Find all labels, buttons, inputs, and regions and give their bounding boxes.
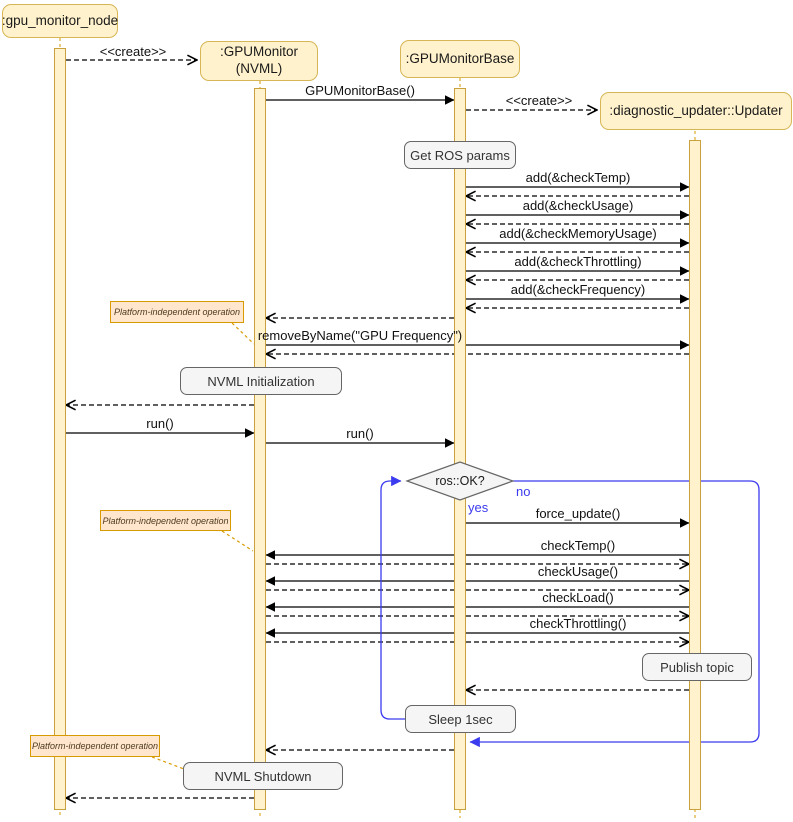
- note-platform-independent-2: Platform-independent operation: [100, 510, 231, 531]
- note-connector-3: [151, 756, 185, 770]
- note-platform-independent-1: Platform-independent operation: [110, 301, 244, 323]
- message-label-run-2: run(): [346, 426, 374, 441]
- message-label-add-checkmemoryusage: add(&checkMemoryUsage): [499, 226, 657, 241]
- activation-bar-gpumonitor: [254, 88, 266, 810]
- activation-bar-gpu-monitor-node: [54, 48, 66, 810]
- note-platform-independent-3: Platform-independent operation: [30, 735, 160, 757]
- actor-box-gpu-monitor-node: :gpu_monitor_node: [2, 4, 118, 38]
- action-get-ros-params: Get ROS params: [404, 141, 516, 169]
- loop-back-path: [380, 475, 405, 720]
- decision-no-label: no: [516, 484, 531, 499]
- message-label-checktemp: checkTemp(): [540, 538, 616, 553]
- message-label-removebyname: removeByName("GPU Frequency"): [257, 328, 463, 343]
- message-label-add-checkfrequency: add(&checkFrequency): [510, 282, 646, 297]
- message-label-create-updater: <<create>>: [505, 93, 573, 108]
- message-label-add-checkusage: add(&checkUsage): [522, 198, 634, 213]
- decision-yes-label: yes: [468, 500, 489, 515]
- actor-box-updater: :diagnostic_updater::Updater: [600, 92, 792, 130]
- action-sleep-1sec: Sleep 1sec: [405, 705, 516, 733]
- message-label-create-gpumonitor: <<create>>: [99, 44, 167, 59]
- message-label-add-checktemp: add(&checkTemp): [525, 170, 631, 185]
- actor-box-gpumonitorbase: :GPUMonitorBase: [400, 40, 520, 78]
- decision-label: ros::OK?: [435, 474, 485, 488]
- message-label-force-update: force_update(): [535, 506, 621, 521]
- activation-bar-gpumonitorbase: [454, 88, 466, 810]
- message-label-checkusage: checkUsage(): [537, 564, 619, 579]
- action-nvml-shutdown: NVML Shutdown: [183, 762, 343, 790]
- actor-box-gpumonitor: :GPUMonitor (NVML): [200, 41, 318, 81]
- message-label-checkthrottling: checkThrottling(): [529, 616, 627, 631]
- note-connector-1: [231, 322, 255, 345]
- message-label-add-checkthrottling: add(&checkThrottling): [514, 254, 642, 269]
- message-label-run-1: run(): [146, 416, 174, 431]
- message-label-checkload: checkLoad(): [542, 590, 614, 605]
- message-label-gpumonitorbase-ctor: GPUMonitorBase(): [305, 83, 415, 98]
- action-nvml-initialization: NVML Initialization: [180, 367, 342, 395]
- activation-bar-updater: [689, 140, 701, 810]
- action-publish-topic: Publish topic: [642, 653, 752, 681]
- note-connector-2: [221, 530, 254, 552]
